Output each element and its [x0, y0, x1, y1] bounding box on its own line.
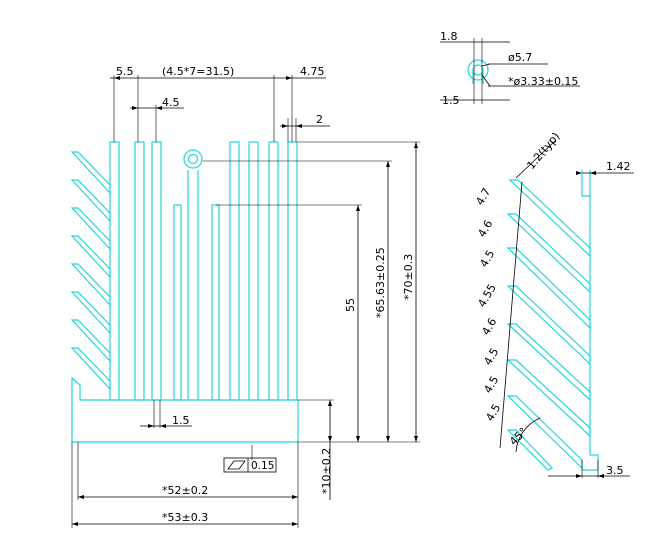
- dim-inner-diameter: *ø3.33±0.15: [508, 75, 578, 88]
- dim-slot: 1.5: [442, 94, 460, 107]
- dim-gap: 1.5: [172, 414, 190, 427]
- dim-angle: 45°: [507, 425, 530, 448]
- dim-center-height: *65.63±0.25: [374, 247, 387, 318]
- svg-text:4.7: 4.7: [473, 186, 493, 208]
- dim-fin-thickness: 1.2(typ): [524, 130, 562, 172]
- flatness-value: 0.15: [251, 460, 274, 472]
- svg-text:4.5: 4.5: [483, 402, 503, 424]
- arrowheads: [72, 76, 604, 526]
- svg-text:4.5: 4.5: [477, 248, 497, 270]
- screw-hole-column: [183, 149, 203, 400]
- side-view: 4.7 4.6 4.5 4.55 4.6 4.5 4.5 4.5 1.2(typ…: [473, 130, 634, 478]
- vertical-fins: [109, 141, 298, 401]
- flatness-frame: [223, 457, 277, 473]
- flatness-symbol: [227, 460, 246, 470]
- left-angled-fins: [70, 151, 111, 391]
- hole-detail: 1.8 ø5.7 *ø3.33±0.15 1.5: [440, 30, 580, 107]
- dim-width-outer: *53±0.3: [162, 511, 208, 524]
- dim-fin-thickness-top: 2: [316, 113, 323, 126]
- svg-text:4.55: 4.55: [475, 282, 499, 310]
- bottom-dimensions: 1.5 0.15 *52±0.2 *53±0.3: [71, 400, 299, 528]
- svg-text:4.5: 4.5: [481, 374, 501, 396]
- dim-width-inner: *52±0.2: [162, 484, 208, 497]
- front-profile: [70, 141, 299, 443]
- dim-total-height: *70±0.3: [402, 254, 415, 300]
- base-outline: [71, 376, 299, 443]
- vertical-dimensions: 55 *65.63±0.25 *70±0.3 *10±0.2: [203, 141, 420, 500]
- svg-text:4.6: 4.6: [479, 316, 499, 338]
- dim-diameter: ø5.7: [508, 51, 532, 64]
- dim-pitch-total: (4.5*7=31.5): [162, 65, 234, 78]
- svg-text:4.6: 4.6: [475, 218, 495, 240]
- dim-wall: 1.8: [440, 30, 458, 43]
- top-dimensions: 5.5 (4.5*7=31.5) 4.75 4.5 2: [110, 65, 330, 142]
- dim-left-edge: 5.5: [116, 65, 134, 78]
- dim-back-thickness: 1.42: [606, 160, 631, 173]
- side-pitch-labels: 4.7 4.6 4.5 4.55 4.6 4.5 4.5 4.5: [473, 186, 503, 424]
- dim-bottom-width: 3.5: [606, 464, 624, 477]
- dim-right-edge: 4.75: [300, 65, 325, 78]
- dim-base-thickness: *10±0.2: [320, 448, 333, 494]
- dim-pitch: 4.5: [162, 96, 180, 109]
- dim-fin-height: 55: [344, 298, 357, 312]
- svg-text:4.5: 4.5: [481, 346, 501, 368]
